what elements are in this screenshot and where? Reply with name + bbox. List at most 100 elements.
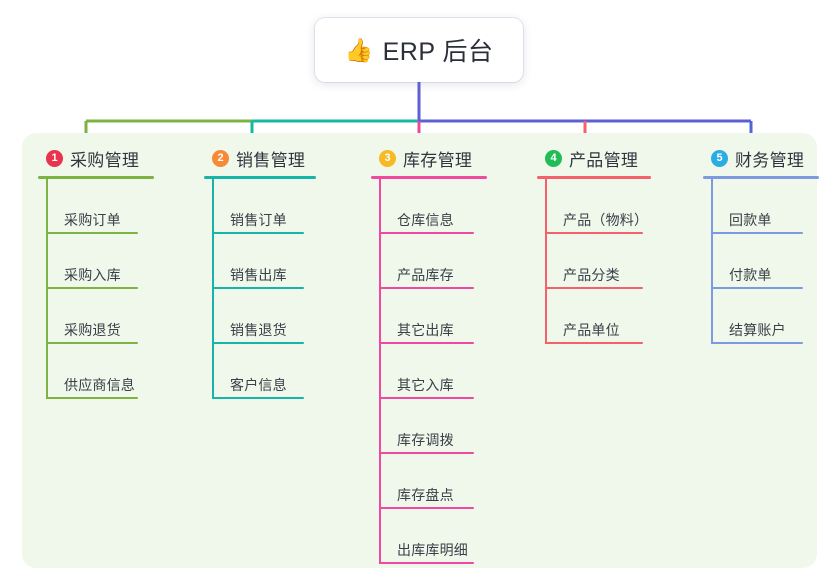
column-header-rule-5 <box>703 176 819 179</box>
leaf-node-label: 产品单位 <box>563 322 620 338</box>
column-items-1: 采购订单采购入库采购退货供应商信息 <box>46 179 154 399</box>
leaf-node-label: 客户信息 <box>230 377 287 393</box>
leaf-node-rule <box>379 507 474 509</box>
leaf-node-label: 采购退货 <box>64 322 121 338</box>
leaf-node-label: 销售订单 <box>230 212 287 228</box>
column-title-4: 产品管理 <box>569 150 639 170</box>
leaf-node-rule <box>379 232 474 234</box>
leaf-node-rule <box>711 287 803 289</box>
leaf-node-rule <box>46 232 138 234</box>
root-node-card[interactable]: 👍 ERP 后台 <box>315 18 523 82</box>
leaf-node-label: 仓库信息 <box>397 212 454 228</box>
leaf-node-label: 出库库明细 <box>397 542 468 558</box>
leaf-node-rule <box>212 342 304 344</box>
leaf-node-rule <box>46 287 138 289</box>
column-1: 1 采购管理采购订单采购入库采购退货供应商信息 <box>30 145 154 399</box>
leaf-node[interactable]: 产品（物料） <box>545 179 651 234</box>
column-spine-1 <box>46 179 48 399</box>
column-title-1: 采购管理 <box>70 150 140 170</box>
column-spine-2 <box>212 179 214 399</box>
leaf-node-label: 供应商信息 <box>64 377 135 393</box>
column-badge-5: 5 <box>711 149 728 167</box>
column-badge-2: 2 <box>212 149 229 167</box>
leaf-node-rule <box>212 287 304 289</box>
leaf-node[interactable]: 客户信息 <box>212 344 316 399</box>
leaf-node-label: 产品库存 <box>397 267 454 283</box>
leaf-node-rule <box>212 232 304 234</box>
column-title-5: 财务管理 <box>735 150 805 170</box>
column-title-3: 库存管理 <box>403 150 473 170</box>
column-spine-4 <box>545 179 547 344</box>
column-badge-4: 4 <box>545 149 562 167</box>
leaf-node-label: 结算账户 <box>729 322 786 338</box>
leaf-node-rule <box>212 397 304 399</box>
leaf-node-rule <box>545 232 643 234</box>
column-header-5[interactable]: 5 财务管理 <box>695 145 819 171</box>
column-items-3: 仓库信息产品库存其它出库其它入库库存调拨库存盘点出库库明细 <box>379 179 487 564</box>
column-header-rule-2 <box>204 176 316 179</box>
leaf-node[interactable]: 其它出库 <box>379 289 487 344</box>
leaf-node-rule <box>379 287 474 289</box>
leaf-node-label: 采购入库 <box>64 267 121 283</box>
column-4: 4 产品管理产品（物料） 产品分类产品单位 <box>529 145 651 344</box>
column-3: 3 库存管理仓库信息产品库存其它出库其它入库库存调拨库存盘点出库库明细 <box>363 145 487 564</box>
leaf-node[interactable]: 供应商信息 <box>46 344 154 399</box>
leaf-node-rule <box>46 342 138 344</box>
column-header-rule-4 <box>537 176 651 179</box>
leaf-node[interactable]: 库存盘点 <box>379 454 487 509</box>
diagram-panel <box>22 133 817 568</box>
column-items-5: 回款单付款单结算账户 <box>711 179 819 344</box>
leaf-node-rule <box>711 232 803 234</box>
root-title-text: ERP 后台 <box>382 38 494 66</box>
leaf-node-rule <box>379 562 474 564</box>
leaf-node-label: 销售退货 <box>230 322 287 338</box>
leaf-node-rule <box>545 287 643 289</box>
leaf-node-rule <box>545 342 643 344</box>
leaf-node[interactable]: 产品单位 <box>545 289 651 344</box>
column-header-4[interactable]: 4 产品管理 <box>529 145 651 171</box>
root-node-title: 👍 ERP 后台 <box>344 32 493 68</box>
leaf-node-rule <box>379 452 474 454</box>
leaf-node[interactable]: 采购退货 <box>46 289 154 344</box>
column-items-2: 销售订单销售出库销售退货客户信息 <box>212 179 316 399</box>
column-5: 5 财务管理回款单付款单结算账户 <box>695 145 819 344</box>
column-header-3[interactable]: 3 库存管理 <box>363 145 487 171</box>
leaf-node-rule <box>46 397 138 399</box>
leaf-node[interactable]: 出库库明细 <box>379 509 487 564</box>
column-header-rule-3 <box>371 176 487 179</box>
leaf-node-label: 库存盘点 <box>397 487 454 503</box>
leaf-node[interactable]: 回款单 <box>711 179 819 234</box>
leaf-node[interactable]: 产品库存 <box>379 234 487 289</box>
column-header-1[interactable]: 1 采购管理 <box>30 145 154 171</box>
leaf-node[interactable]: 其它入库 <box>379 344 487 399</box>
leaf-node[interactable]: 库存调拨 <box>379 399 487 454</box>
leaf-node[interactable]: 付款单 <box>711 234 819 289</box>
leaf-node-label: 产品分类 <box>563 267 620 283</box>
column-header-rule-1 <box>38 176 154 179</box>
leaf-node-rule <box>711 342 803 344</box>
leaf-node-rule <box>379 397 474 399</box>
leaf-node-label: 库存调拨 <box>397 432 454 448</box>
leaf-node[interactable]: 采购订单 <box>46 179 154 234</box>
column-items-4: 产品（物料） 产品分类产品单位 <box>545 179 651 344</box>
leaf-node[interactable]: 销售出库 <box>212 234 316 289</box>
leaf-node[interactable]: 产品分类 <box>545 234 651 289</box>
leaf-node-label: 回款单 <box>729 212 772 228</box>
column-badge-1: 1 <box>46 149 63 167</box>
column-badge-3: 3 <box>379 149 396 167</box>
leaf-node[interactable]: 结算账户 <box>711 289 819 344</box>
leaf-node-label: 产品（物料） <box>563 212 649 228</box>
leaf-node-label: 付款单 <box>729 267 772 283</box>
leaf-node-rule <box>379 342 474 344</box>
leaf-node-label: 其它入库 <box>397 377 454 393</box>
leaf-node[interactable]: 销售退货 <box>212 289 316 344</box>
leaf-node[interactable]: 销售订单 <box>212 179 316 234</box>
leaf-node[interactable]: 采购入库 <box>46 234 154 289</box>
column-spine-3 <box>379 179 381 564</box>
leaf-node-label: 采购订单 <box>64 212 121 228</box>
leaf-node[interactable]: 仓库信息 <box>379 179 487 234</box>
leaf-node-label: 销售出库 <box>230 267 287 283</box>
